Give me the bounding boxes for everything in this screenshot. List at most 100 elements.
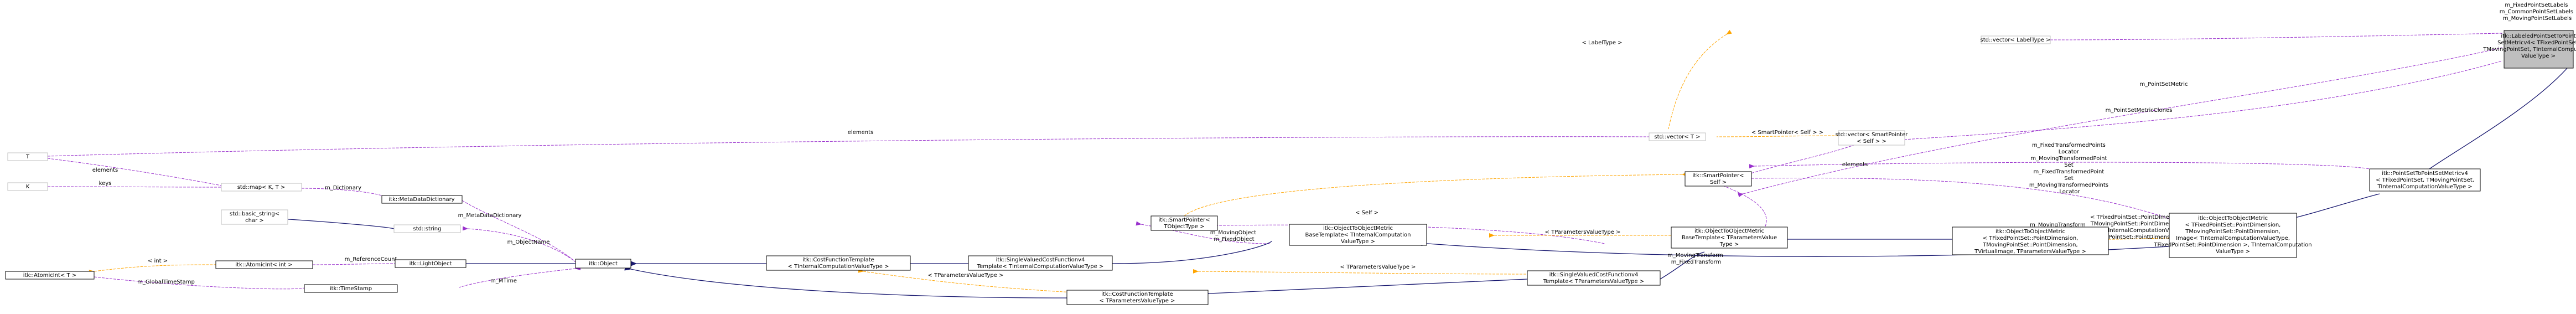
edge-inherit-cft-param [624, 265, 1067, 298]
edge-label-pointsetmetricclones: m_PointSetMetricClones [2106, 107, 2173, 114]
edge-inherit-svcf-param [1203, 279, 1528, 297]
node-label-line: < TParametersValueType > [1100, 298, 1175, 304]
svg-text:itk::CostFunctionTemplate< TIn: itk::CostFunctionTemplate< TInternalComp… [788, 257, 889, 270]
node-pointset-to-pointset-metric[interactable]: itk::PointSetToPointSetMetricv4< TFixedP… [2369, 168, 2481, 192]
edge-pointsetmetricclones [1872, 60, 2503, 144]
svg-text:itk::Object: itk::Object [589, 261, 618, 267]
svg-text:itk::CostFunctionTemplate< TPa: itk::CostFunctionTemplate< TParametersVa… [1100, 291, 1175, 304]
edge-label-labeltype: < LabelType > [1582, 40, 1622, 46]
edge-inherit-focus [2411, 61, 2574, 183]
edge-inherit-otom-base-param [1653, 251, 1705, 285]
node-label-line: itk::ObjectToObjectMetric [2198, 215, 2268, 222]
node-label-line: std::map< K, T > [237, 184, 286, 191]
edge-label-labels: m_FixedPointSetLabels m_CommonPointSetLa… [2500, 2, 2575, 22]
svg-text:std::map< K, T >: std::map< K, T > [237, 184, 286, 191]
node-label-line: TMovingPointSet::PointDimension, [2185, 229, 2280, 235]
node-smartpointer-tobjecttype[interactable]: itk::SmartPointer<TObjectType > [1150, 215, 1218, 231]
edge-tparams-1 [858, 268, 1074, 293]
node-label-line: TFixedPointSet::PointDimension >, TInter… [2153, 242, 2311, 248]
edge-globaltimestamp [89, 274, 305, 290]
node-label-line: TInternalComputationValueType > [2377, 184, 2472, 190]
edge-label-referencecount: m_ReferenceCount [345, 256, 397, 262]
node-costfunction-internal[interactable]: itk::CostFunctionTemplate< TInternalComp… [766, 255, 911, 271]
edge-label-tparams-3: < TParametersValueType > [1545, 229, 1621, 235]
node-label-line: < TFixedPointSet::PointDimension, [1983, 235, 2079, 241]
edge-tfixed-template [2103, 237, 2170, 242]
node-timestamp[interactable]: itk::TimeStamp [304, 284, 398, 293]
edge-label-tparams-2: < TParametersValueType > [1340, 264, 1416, 270]
node-metadatadictionary[interactable]: itk::MetaDataDictionary [381, 195, 463, 204]
edge-transform-2 [1746, 176, 2170, 219]
node-label-line: ValueType > [2216, 249, 2250, 255]
edge-metadatadictionary [457, 196, 576, 262]
svg-text:std::vector< T >: std::vector< T > [1654, 134, 1700, 140]
node-label-line: itk::PointSetToPointSetMetricv4 [2382, 171, 2468, 177]
svg-text:itk::ObjectToObjectMetric< TFi: itk::ObjectToObjectMetric< TFixedPointSe… [2153, 215, 2311, 255]
svg-text:itk::AtomicInt< T >: itk::AtomicInt< T > [23, 272, 76, 279]
node-label-line: K [26, 184, 30, 190]
svg-text:K: K [26, 184, 30, 190]
node-map[interactable]: std::map< K, T > [221, 183, 302, 192]
edge-label-self: < Self > [1355, 210, 1378, 216]
edge-label-globaltimestamp: m_GlobalTimeStamp [137, 279, 195, 285]
svg-text:itk::LightObject: itk::LightObject [410, 261, 452, 267]
svg-text:itk::SingleValuedCostFunctionv: itk::SingleValuedCostFunctionv4Template<… [1543, 272, 1645, 285]
node-costfunction-params[interactable]: itk::CostFunctionTemplate< TParametersVa… [1066, 290, 1209, 305]
svg-text:itk::SmartPointer<Self >: itk::SmartPointer<Self > [1693, 173, 1744, 186]
node-object[interactable]: itk::Object [575, 259, 631, 269]
node-vector-smartpointer[interactable]: std::vector< SmartPointer< Self > > [1836, 130, 1909, 146]
edge-label-metadatadictionary: m_MetaDataDictionary [458, 213, 522, 219]
edges [42, 29, 2574, 298]
edge-inherit-pstpsm [2284, 193, 2380, 223]
node-otom-virtual[interactable]: itk::ObjectToObjectMetric< TFixedPointSe… [1952, 227, 2109, 255]
node-label-line: itk::CostFunctionTemplate [1101, 291, 1173, 297]
edge-label-locators: m_FixedTransformedPoints Locator m_Movin… [2029, 142, 2110, 195]
node-basic-string[interactable]: std::basic_string<char > [221, 209, 288, 225]
node-smartpointer-self[interactable]: itk::SmartPointer<Self > [1684, 171, 1752, 187]
node-atomicint-int[interactable]: itk::AtomicInt< int > [215, 260, 313, 269]
svg-text:std::basic_string<char >: std::basic_string<char > [230, 211, 279, 224]
edge-label-tparams-1: < TParametersValueType > [928, 272, 1004, 279]
node-atomicint-T[interactable]: itk::AtomicInt< T > [5, 271, 95, 280]
node-label-line: itk::AtomicInt< int > [235, 262, 292, 268]
node-string[interactable]: std::string [393, 224, 461, 233]
edge-label-elements-vecT: elements [848, 130, 873, 136]
node-label-line: < Self > > [1857, 138, 1886, 145]
svg-text:T: T [25, 154, 30, 160]
node-label-line: itk::MetaDataDictionary [388, 197, 454, 203]
node-vector-labeltype[interactable]: std::vector< LabelType > [1981, 35, 2051, 44]
svg-text:itk::SmartPointer<TObjectType: itk::SmartPointer<TObjectType > [1159, 217, 1210, 230]
edge-labels [2045, 33, 2503, 43]
node-label-line: itk::TimeStamp [330, 286, 372, 292]
node-label-line: TMovingPointSet::PointDimension, [1982, 242, 2077, 248]
svg-text:itk::SingleValuedCostFunctionv: itk::SingleValuedCostFunctionv4Template<… [977, 257, 1104, 270]
node-label-line: < TInternalComputationValueType > [788, 264, 889, 270]
node-label-line: itk::AtomicInt< T > [23, 272, 76, 279]
node-otom-full[interactable]: itk::ObjectToObjectMetric< TFixedPointSe… [2153, 213, 2312, 258]
node-lightobject[interactable]: itk::LightObject [395, 259, 467, 268]
node-label-line: itk::LabeledPointSetToPoint [2501, 33, 2575, 39]
node-label-line: itk::ObjectToObjectMetric [1996, 229, 2065, 235]
node-label-line: < TFixedPointSet::PointDimension, [2185, 222, 2281, 228]
edge-label-keys: keys [99, 181, 112, 187]
edge-label-tfixed-template: < TFixedPointSet::PointDimension, TMovin… [2081, 214, 2196, 240]
node-label-line: Self > [1710, 179, 1727, 186]
edge-moving-fixed-object-2 [1179, 224, 1605, 244]
edge-self [1184, 172, 1688, 217]
edge-label-mtime: m_MTime [490, 278, 517, 284]
node-T[interactable]: T [7, 152, 48, 161]
node-vector-T[interactable]: std::vector< T > [1649, 132, 1706, 141]
node-label-line: TMovingPointSet, TInternalComputation [2482, 47, 2576, 53]
node-label-line: itk::SmartPointer< [1159, 217, 1210, 223]
svg-text:itk::ObjectToObjectMetric< TFi: itk::ObjectToObjectMetric< TFixedPointSe… [1974, 229, 2086, 255]
edge-objectname [462, 226, 576, 262]
node-K[interactable]: K [7, 182, 48, 191]
